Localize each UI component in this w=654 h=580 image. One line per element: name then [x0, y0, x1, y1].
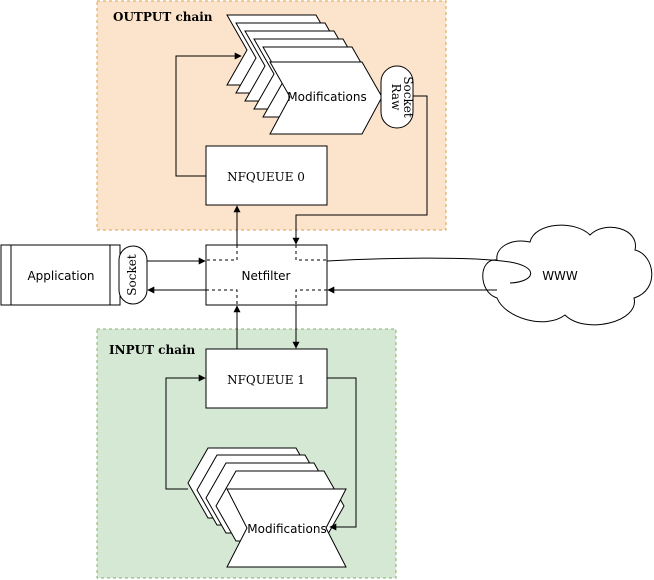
nfqueue-0-label: NFQUEUE 0: [227, 170, 305, 184]
connectors: [147, 52, 532, 531]
output-chain-title: OUTPUT chain: [113, 10, 213, 24]
socket: Socket: [118, 245, 148, 305]
input-chain-title: INPUT chain: [109, 343, 196, 357]
output-modifications-shape: [269, 61, 383, 135]
application-label: Application: [27, 269, 94, 283]
output-modifications-label: Modifications: [287, 90, 366, 104]
application: Application: [0, 244, 121, 306]
netfilter: Netfilter: [205, 244, 328, 306]
nfqueue-1-label: NFQUEUE 1: [227, 373, 305, 387]
input-modifications-stack: Modifications: [187, 447, 347, 568]
input-modifications-shape: [226, 488, 347, 568]
nfqueue-0: NFQUEUE 0: [205, 145, 328, 206]
raw-socket-label-line1: Raw: [389, 84, 403, 111]
www-label: WWW: [542, 269, 578, 283]
netfilter-label: Netfilter: [242, 269, 291, 283]
www-cloud: WWW: [482, 224, 653, 326]
www-cloud-shape: [482, 224, 653, 326]
output-modifications-stack: Modifications: [226, 14, 383, 135]
input-modifications-label: Modifications: [247, 522, 326, 536]
raw-socket: Raw Socket: [380, 65, 415, 129]
socket-label: Socket: [125, 254, 139, 296]
nfqueue-1: NFQUEUE 1: [205, 348, 328, 409]
raw-socket-label-line2: Socket: [401, 76, 415, 118]
